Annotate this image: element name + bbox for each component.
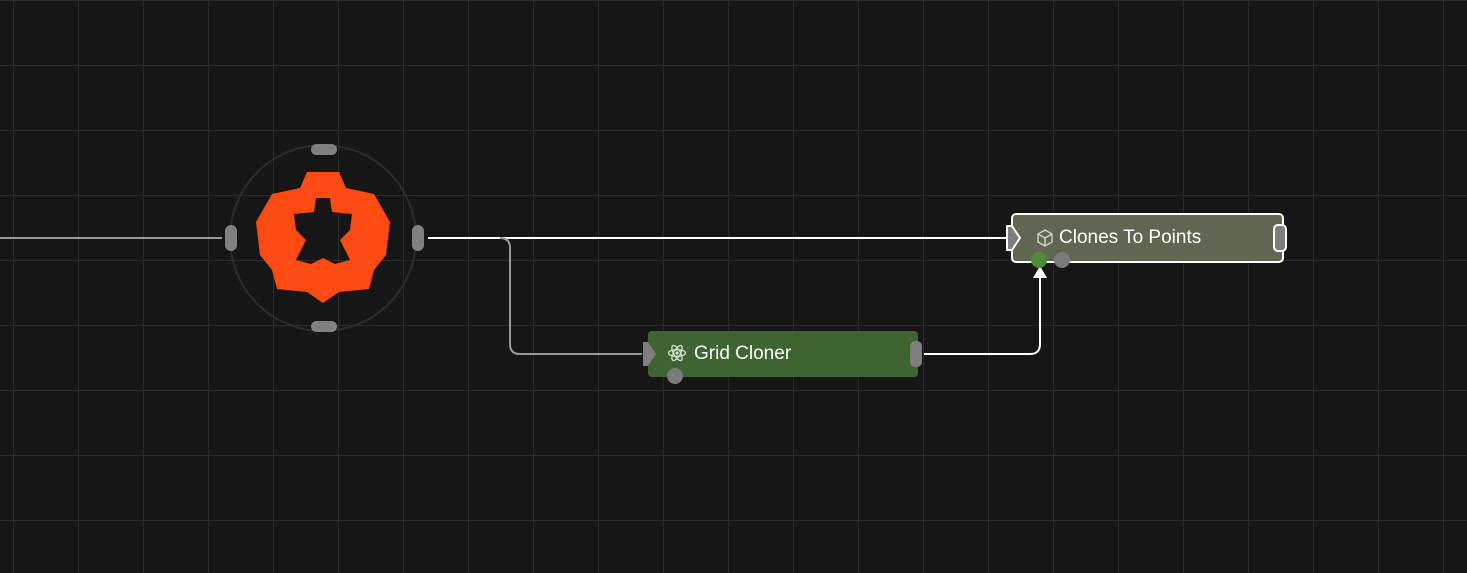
emitter-handle-bottom[interactable] (311, 321, 337, 332)
cube-icon (1037, 229, 1053, 247)
clones-bottom-port[interactable] (1054, 252, 1070, 268)
node-title: Clones To Points (1059, 227, 1202, 248)
emitter-handle-top[interactable] (311, 144, 337, 155)
gear-logo[interactable] (256, 172, 390, 303)
wire-grid-to-clones[interactable] (924, 276, 1041, 355)
grid-input-port[interactable] (640, 340, 660, 368)
grid-cloner-node[interactable]: Grid Cloner (648, 331, 918, 377)
clones-to-points-node[interactable]: Clones To Points (1011, 213, 1284, 263)
wire-arrowhead (1033, 266, 1047, 278)
clones-output-port[interactable] (1273, 224, 1287, 252)
atom-icon (667, 344, 687, 362)
clones-bottom-port-green[interactable] (1031, 252, 1047, 268)
emitter-input-port[interactable] (225, 225, 237, 251)
wire-emitter-to-grid[interactable] (499, 237, 642, 355)
node-title: Grid Cloner (694, 343, 792, 364)
emitter-output-port[interactable] (412, 225, 424, 251)
grid-output-port[interactable] (910, 341, 922, 367)
clones-input-port[interactable] (1004, 224, 1024, 252)
grid-bottom-port[interactable] (667, 368, 683, 384)
